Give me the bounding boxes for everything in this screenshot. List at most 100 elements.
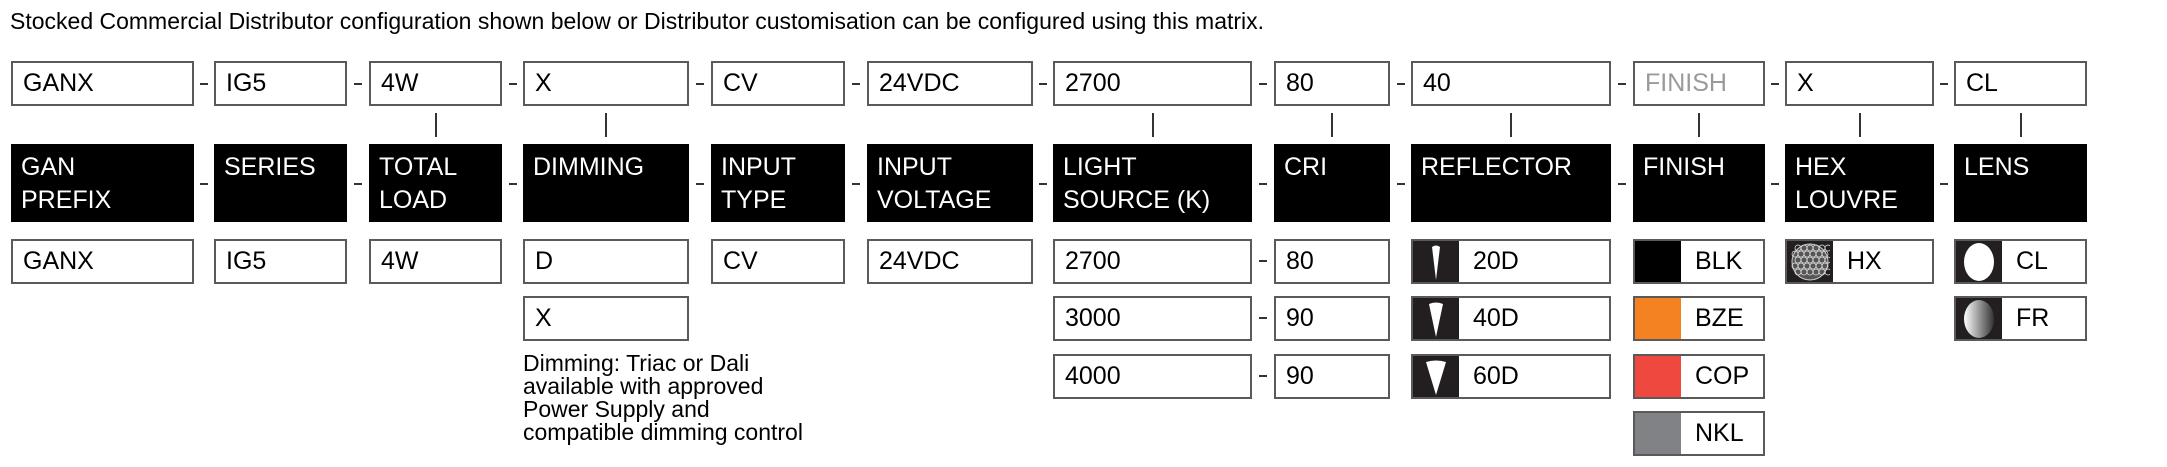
separator-dash — [1039, 183, 1047, 185]
connector-line — [434, 113, 437, 137]
column-header: DIMMING — [523, 144, 689, 222]
header-text: HEX — [1795, 153, 1847, 181]
column-header: CRI — [1274, 144, 1390, 222]
option-x[interactable]: X — [523, 296, 689, 341]
option-label: HX — [1847, 247, 1882, 275]
option-label: 90 — [1286, 304, 1314, 332]
code-field[interactable]: X — [523, 61, 689, 106]
code-field[interactable]: CL — [1954, 61, 2087, 106]
code-field[interactable]: IG5 — [214, 61, 347, 106]
option-90[interactable]: 90 — [1274, 296, 1390, 341]
header-text: CRI — [1284, 153, 1328, 181]
header-text: SERIES — [224, 153, 316, 181]
option-label: 60D — [1473, 362, 1519, 390]
option-label: BLK — [1695, 247, 1743, 275]
code-field[interactable]: CV — [711, 61, 845, 106]
header-text: TOTAL — [379, 153, 458, 181]
hex-louvre-icon — [1787, 241, 1833, 282]
separator-dash — [1259, 83, 1267, 85]
separator-dash — [1618, 183, 1626, 185]
separator-dash — [200, 83, 208, 85]
option-label: D — [535, 247, 554, 275]
header-text: LENS — [1964, 153, 2030, 181]
separator-dash — [508, 83, 517, 85]
code-field[interactable]: X — [1785, 61, 1934, 106]
option-label: 24VDC — [879, 247, 960, 275]
code-field[interactable]: 2700 — [1053, 61, 1252, 106]
option-4w[interactable]: 4W — [369, 239, 502, 284]
option-label: IG5 — [226, 247, 267, 275]
page-title: Stocked Commercial Distributor configura… — [10, 8, 1265, 34]
header-text: REFLECTOR — [1421, 153, 1572, 181]
option-label: 4000 — [1065, 362, 1121, 390]
option-bze[interactable]: BZE — [1633, 296, 1765, 341]
separator-dash — [508, 183, 517, 185]
option-24vdc[interactable]: 24VDC — [867, 239, 1033, 284]
frosted-lens-icon — [1956, 298, 2002, 339]
note-line: Dimming: Triac or Dali — [523, 350, 750, 376]
separator-dash — [200, 183, 208, 185]
header-text: VOLTAGE — [877, 186, 992, 214]
separator-dash — [1259, 375, 1267, 377]
option-label: 80 — [1286, 247, 1314, 275]
separator-dash — [1259, 183, 1267, 185]
separator-dash — [1039, 83, 1047, 85]
option-nkl[interactable]: NKL — [1633, 411, 1765, 456]
code-field[interactable]: 4W — [369, 61, 502, 106]
option-20d[interactable]: 20D — [1411, 239, 1611, 284]
option-label: 40D — [1473, 304, 1519, 332]
finish-swatch — [1635, 298, 1681, 339]
option-2700[interactable]: 2700 — [1053, 239, 1252, 284]
code-field[interactable]: FINISH — [1633, 61, 1765, 106]
reflector-60-icon — [1413, 356, 1459, 397]
option-label: CL — [2016, 247, 2048, 275]
option-60d[interactable]: 60D — [1411, 354, 1611, 399]
column-header: LIGHT SOURCE (K) — [1053, 144, 1252, 222]
separator-dash — [1940, 83, 1948, 85]
note-line: Power Supply and — [523, 396, 710, 422]
option-label: 4W — [381, 247, 419, 275]
option-blk[interactable]: BLK — [1633, 239, 1765, 284]
option-80[interactable]: 80 — [1274, 239, 1390, 284]
separator-dash — [1396, 83, 1405, 85]
code-field[interactable]: GANX — [11, 61, 194, 106]
connector-line — [1698, 113, 1700, 137]
option-4000[interactable]: 4000 — [1053, 354, 1252, 399]
option-label: 2700 — [1065, 247, 1121, 275]
code-field[interactable]: 40 — [1411, 61, 1611, 106]
header-text: INPUT — [877, 153, 952, 181]
column-header: INPUT VOLTAGE — [867, 144, 1033, 222]
header-text: DIMMING — [533, 153, 645, 181]
option-label: GANX — [23, 247, 94, 275]
option-label: X — [535, 304, 552, 332]
finish-swatch — [1635, 413, 1681, 454]
option-ig5[interactable]: IG5 — [214, 239, 347, 284]
option-cop[interactable]: COP — [1633, 354, 1765, 399]
code-field[interactable]: 24VDC — [867, 61, 1033, 106]
connector-line — [1858, 113, 1861, 137]
option-hx[interactable]: HX — [1785, 239, 1934, 284]
separator-dash — [1396, 183, 1405, 185]
option-cl[interactable]: CL — [1954, 239, 2087, 284]
option-d[interactable]: D — [523, 239, 689, 284]
header-text: LIGHT — [1063, 153, 1137, 181]
separator-dash — [354, 83, 362, 85]
option-cv[interactable]: CV — [711, 239, 845, 284]
code-field[interactable]: 80 — [1274, 61, 1390, 106]
header-text: GAN — [21, 153, 76, 181]
separator-dash — [1259, 317, 1267, 319]
header-text: SOURCE (K) — [1063, 186, 1211, 214]
option-fr[interactable]: FR — [1954, 296, 2087, 341]
option-ganx[interactable]: GANX — [11, 239, 194, 284]
option-3000[interactable]: 3000 — [1053, 296, 1252, 341]
option-90[interactable]: 90 — [1274, 354, 1390, 399]
finish-swatch — [1635, 356, 1681, 397]
option-40d[interactable]: 40D — [1411, 296, 1611, 341]
separator-dash — [1618, 83, 1626, 85]
connector-line — [2019, 113, 2022, 137]
note-line: compatible dimming control — [523, 419, 803, 445]
header-text: PREFIX — [21, 186, 112, 214]
